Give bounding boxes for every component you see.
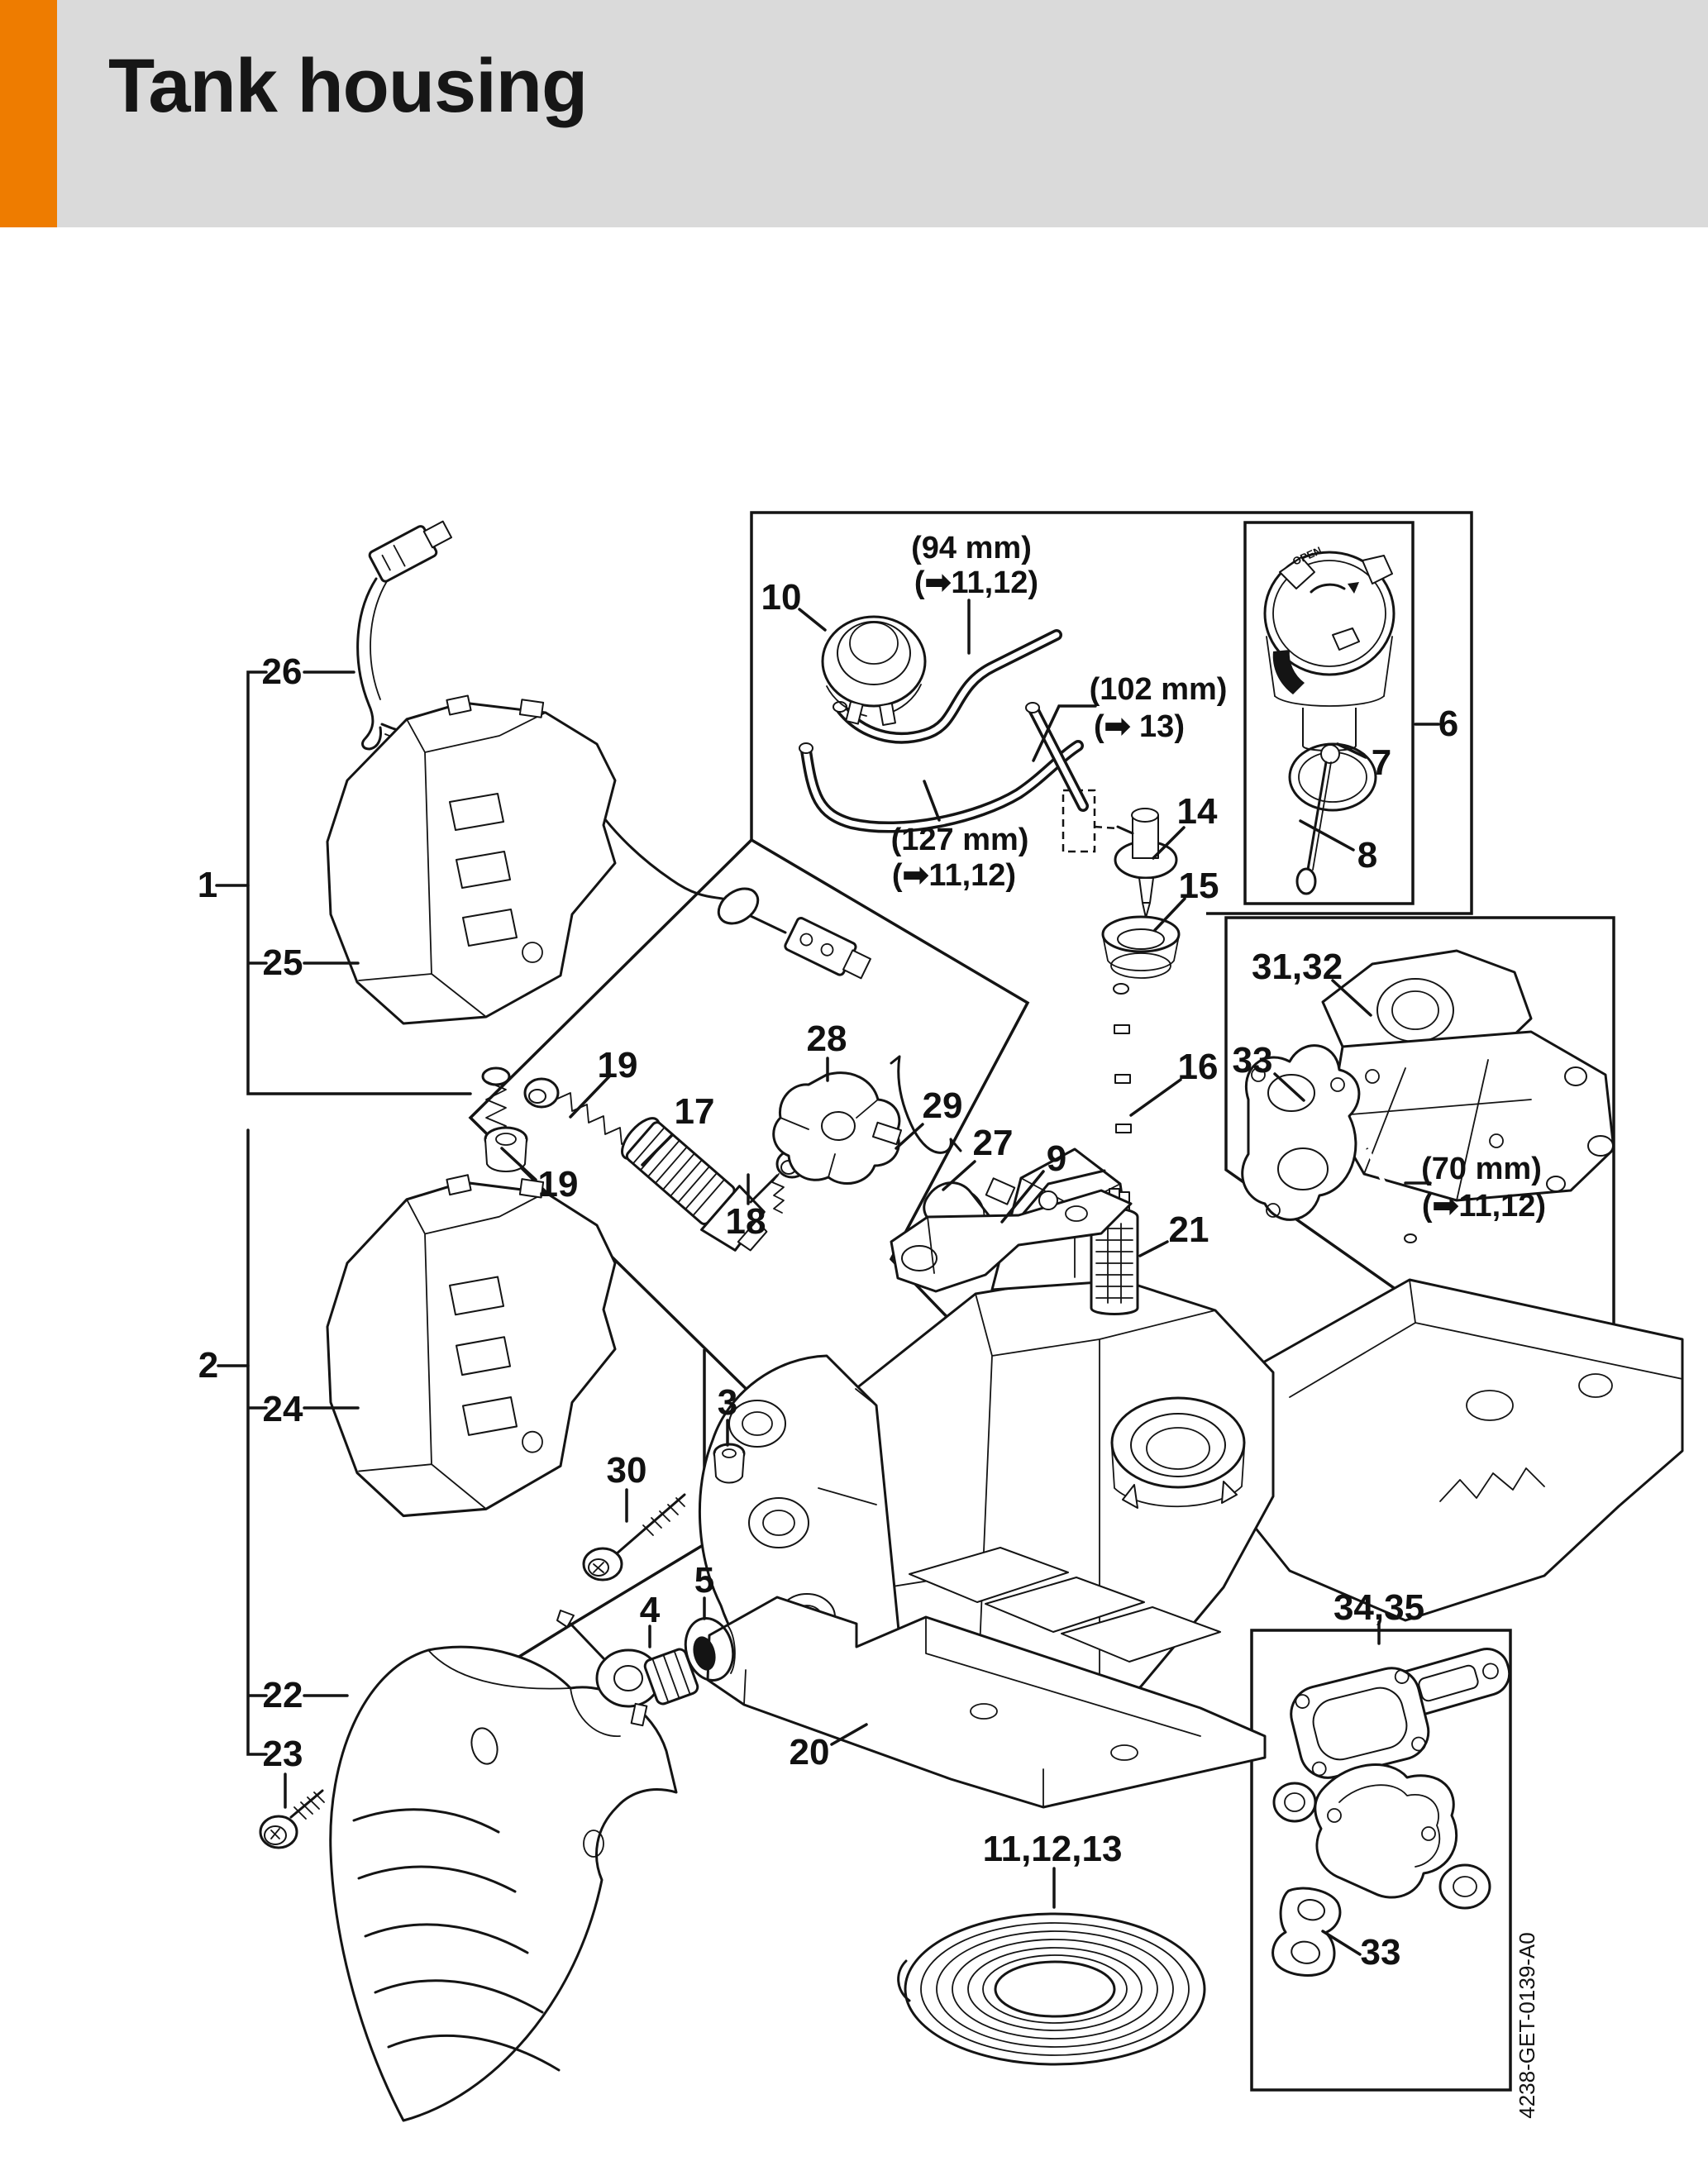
- callout-27: 27: [973, 1123, 1014, 1163]
- part-33-gasket-upper-drawing: [1241, 1044, 1361, 1221]
- part-20-tray-drawing: [706, 1547, 1267, 1809]
- part-4-valve-drawing: [556, 1610, 699, 1727]
- callout-9: 9: [1047, 1138, 1066, 1179]
- part-16-pipe-drawing: [1113, 983, 1132, 1214]
- part-26-wire-harness-drawing: [356, 520, 871, 980]
- part-5-grommet-drawing: [684, 1617, 736, 1682]
- part-23-screw-drawing: [259, 1789, 325, 1849]
- callout-26: 26: [262, 651, 303, 692]
- part-8-retainer-drawing: [1295, 744, 1340, 895]
- accent-bar: [0, 0, 57, 227]
- annotation-ref-127mm: (➡11,12): [892, 858, 1016, 893]
- part-6-cap-drawing: OPEN: [1263, 544, 1396, 751]
- bracket-group-2: [246, 1128, 268, 1756]
- callout-7: 7: [1372, 742, 1391, 783]
- frame-valve-group: [467, 1349, 706, 1690]
- callout-4: 4: [640, 1590, 661, 1630]
- leader-lines: [215, 599, 1440, 1956]
- hose-127mm-drawing: [799, 740, 1084, 833]
- callout-19-lower: 19: [538, 1164, 579, 1205]
- part-14-vent-drawing: [1094, 808, 1178, 918]
- callout-28: 28: [807, 1019, 847, 1059]
- annotation-ref-94mm: (➡11,12): [914, 565, 1038, 600]
- part-24-shroud-drawing: [326, 1174, 617, 1518]
- callout-16: 16: [1178, 1047, 1219, 1087]
- frame-hose-group: [750, 511, 1473, 915]
- callout-31-32: 31,32: [1252, 947, 1343, 987]
- part-10-primer-drawing: [821, 615, 927, 727]
- page-title: Tank housing: [108, 44, 588, 128]
- hose-102mm-drawing: [1025, 702, 1089, 812]
- callout-33-lower: 33: [1361, 1932, 1401, 1973]
- part-30-bolt-drawing: [582, 1493, 686, 1582]
- callout-5: 5: [694, 1560, 714, 1601]
- callout-19-upper: 19: [598, 1045, 638, 1085]
- callout-22: 22: [263, 1675, 303, 1715]
- callout-6: 6: [1438, 704, 1458, 744]
- callout-8: 8: [1357, 835, 1377, 875]
- annotation-127mm: (127 mm): [891, 823, 1029, 857]
- frame-cap-group: [1243, 521, 1415, 905]
- part-22-cover-drawing: [329, 1645, 678, 2122]
- callout-17: 17: [675, 1091, 715, 1132]
- part-11-12-13-coil-drawing: [897, 1912, 1206, 2066]
- annotation-ref-102mm: (➡ 13): [1094, 709, 1185, 744]
- gasket-set-contents-drawing: [1271, 1648, 1511, 1977]
- bracket-group-1: [246, 670, 472, 1095]
- callout-20: 20: [790, 1732, 830, 1772]
- callout-2: 2: [198, 1345, 218, 1386]
- hose-94mm-drawing: [833, 629, 1062, 744]
- part-3-bushing-drawing: [713, 1443, 746, 1484]
- callout-34-35: 34,35: [1333, 1587, 1424, 1628]
- annotation-ref-70mm: (➡11,12): [1422, 1189, 1546, 1224]
- part-19-spring-screw-drawing: [523, 1077, 634, 1145]
- page-header: Tank housing: [0, 0, 1708, 227]
- callout-11-12-13: 11,12,13: [983, 1829, 1123, 1869]
- callout-33-upper: 33: [1233, 1040, 1273, 1081]
- part-15-grommet-drawing: [1101, 915, 1181, 979]
- callout-1: 1: [198, 865, 217, 905]
- callout-21: 21: [1169, 1209, 1209, 1250]
- annotation-102mm: (102 mm): [1090, 672, 1228, 707]
- hose-70mm-drawing: [1365, 1147, 1417, 1243]
- callout-24: 24: [263, 1389, 303, 1429]
- part-29-spring-drawing: [890, 1055, 962, 1154]
- part-9-bracket-drawing: [890, 1169, 1133, 1293]
- callout-18: 18: [726, 1201, 766, 1242]
- callout-23: 23: [263, 1734, 303, 1774]
- callout-14: 14: [1177, 791, 1218, 832]
- annotation-70mm: (70 mm): [1421, 1152, 1542, 1186]
- part-28-switch-drawing: [772, 1071, 903, 1185]
- callout-30: 30: [607, 1450, 647, 1491]
- callout-10: 10: [761, 577, 802, 618]
- document-code: 4238-GET-0139-A0: [1515, 1932, 1539, 2118]
- annotation-94mm: (94 mm): [911, 531, 1032, 565]
- callout-29: 29: [923, 1085, 963, 1126]
- frame-gasket-set: [1250, 1629, 1512, 2092]
- callout-3: 3: [718, 1382, 737, 1423]
- part-25-shroud-drawing: [326, 694, 617, 1025]
- part-17-worm-gear-drawing: [621, 1117, 768, 1252]
- callout-15: 15: [1179, 866, 1219, 906]
- callout-25: 25: [263, 942, 303, 983]
